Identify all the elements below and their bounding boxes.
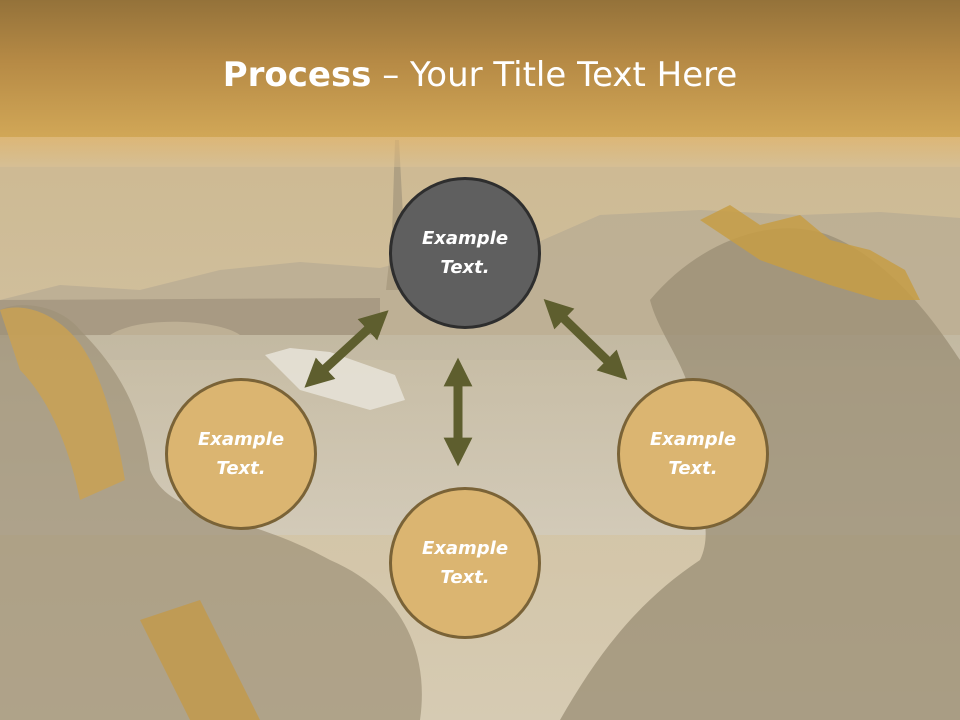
node-top: Example Text. bbox=[389, 177, 541, 329]
title-bar bbox=[0, 0, 960, 137]
title-strip bbox=[0, 137, 960, 167]
title-bold: Process bbox=[222, 55, 372, 95]
node-bottom-text: Example Text. bbox=[421, 538, 509, 588]
node-left-text: Example Text. bbox=[197, 429, 285, 479]
node-right: Example Text. bbox=[617, 378, 769, 530]
node-bottom: Example Text. bbox=[389, 487, 541, 639]
arrow-top-left bbox=[304, 310, 389, 388]
title-rest: – Your Title Text Here bbox=[371, 55, 738, 95]
node-top-text: Example Text. bbox=[421, 228, 509, 278]
node-right-text: Example Text. bbox=[649, 429, 737, 479]
arrow-top-right bbox=[543, 298, 628, 381]
slide-title: Process – Your Title Text Here bbox=[0, 50, 960, 100]
node-left: Example Text. bbox=[165, 378, 317, 530]
